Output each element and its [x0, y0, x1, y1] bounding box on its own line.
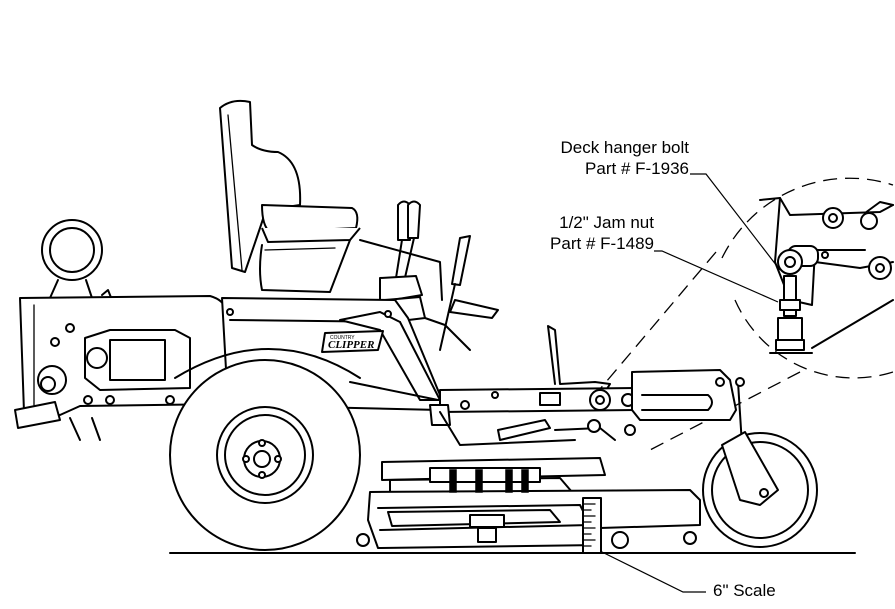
callout-deck-hanger-bolt: Deck hanger bolt Part # F-1936	[560, 137, 689, 179]
seat	[219, 99, 361, 293]
deck-lift-linkage	[429, 369, 745, 446]
logo-text: CLIPPER	[328, 339, 374, 351]
callout-jam-nut: 1/2" Jam nut Part # F-1489	[550, 212, 654, 254]
engine	[41, 219, 113, 301]
callout-jam-nut-part: Part # F-1489	[550, 234, 654, 253]
deck-hanger-detail	[449, 469, 529, 493]
callout-deck-hanger-bolt-name: Deck hanger bolt	[560, 138, 689, 157]
logo-small-text: COUNTRY	[330, 335, 355, 341]
callout-deck-hanger-bolt-part: Part # F-1936	[585, 159, 689, 178]
detail-hanger-assembly	[759, 197, 894, 354]
leader-deck-hanger-bolt	[690, 173, 781, 271]
callout-scale: 6" Scale	[713, 580, 776, 601]
callout-jam-nut-name: 1/2" Jam nut	[559, 213, 654, 232]
control-levers	[359, 200, 499, 351]
detail-view-circle	[594, 177, 894, 451]
rear-drive-wheel	[169, 359, 361, 551]
six-inch-scale-ruler	[582, 497, 602, 554]
main-frame	[14, 295, 611, 441]
callout-scale-name: 6" Scale	[713, 581, 776, 600]
mower-deck	[356, 457, 701, 554]
leader-jam-nut	[654, 250, 779, 303]
brand-logo: COUNTRY CLIPPER	[321, 330, 384, 353]
front-caster-wheel	[702, 431, 818, 548]
leader-scale	[599, 550, 706, 593]
